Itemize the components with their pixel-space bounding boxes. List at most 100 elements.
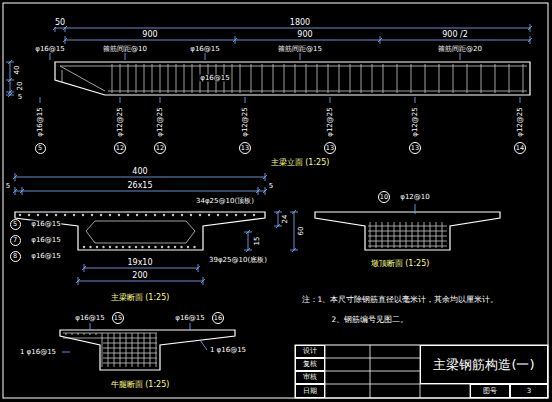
rebar-dot: [82, 214, 84, 216]
rebar-dot: [55, 214, 57, 216]
node-text: 13: [411, 145, 419, 152]
rebar-dot: [100, 214, 102, 216]
rebar-dot: [235, 214, 237, 216]
extension-line: [530, 24, 531, 32]
stirrup: [425, 64, 426, 93]
rebar-grid: [368, 246, 447, 247]
title-block-line: [370, 345, 371, 398]
node-text: 13: [241, 145, 249, 152]
dimension-line: [10, 62, 11, 95]
rebar-label: 20: [17, 81, 24, 92]
rebar-dot: [109, 246, 111, 248]
rebar-dot: [46, 214, 48, 216]
dimension-text: 900: [296, 31, 313, 39]
extension-line: [244, 232, 252, 233]
rebar-dot: [89, 246, 91, 248]
stirrup: [328, 64, 329, 93]
dimension-line: [15, 191, 265, 192]
rebar-label: φ16@15: [37, 106, 44, 137]
section-void: [86, 221, 195, 243]
rebar-dot: [28, 214, 30, 216]
bent-rebar: [60, 66, 105, 91]
dimension-text: 箍筋间距@20: [437, 46, 483, 53]
dimension-text: 34φ25@10(顶板): [195, 198, 255, 205]
stirrup: [397, 64, 398, 93]
rebar-dot: [208, 214, 210, 216]
stirrup: [120, 64, 121, 93]
rebar-grid: [103, 363, 157, 364]
stirrup: [523, 64, 524, 93]
extension-line: [6, 95, 14, 96]
dimension-text: 注：1、本尺寸除钢筋直径以毫米计，其余均以厘米计。: [301, 296, 500, 304]
rebar-label: φ12@25: [117, 106, 124, 137]
sheet-border: [3, 3, 548, 398]
node-text: 5: [38, 145, 42, 152]
leader-line: [330, 97, 331, 103]
leader-line: [160, 97, 161, 103]
leader-line: [120, 97, 121, 103]
dimension-line: [84, 268, 198, 269]
leader-line: [125, 53, 126, 60]
leader-line: [245, 97, 246, 103]
extension-line: [6, 92, 14, 93]
stirrup: [192, 64, 193, 93]
title-block-cell: 主梁钢筋构造(一): [420, 345, 548, 384]
pier-section: [315, 212, 500, 250]
node-text: 12: [116, 145, 124, 152]
rebar-dot: [73, 214, 75, 216]
node-text: 13: [326, 145, 334, 152]
dimension-text: 主梁立面 (1:25): [270, 159, 331, 167]
dimension-text: 2、钢筋编号见图二。: [331, 316, 410, 324]
rebar-dot: [91, 214, 93, 216]
rebar-dot: [136, 214, 138, 216]
extension-line: [65, 36, 66, 44]
dimension-line: [55, 28, 530, 29]
leader-line: [90, 323, 91, 330]
leader-line: [40, 97, 41, 103]
stirrup: [273, 64, 274, 93]
leader-line: [460, 53, 461, 60]
stirrup: [136, 64, 137, 93]
dimension-text: 5: [268, 183, 274, 190]
extension-line: [6, 62, 14, 63]
dimension-text: 1 φ16@15: [19, 349, 57, 356]
rebar-dot: [83, 246, 85, 248]
rebar-dot: [163, 214, 165, 216]
rebar-dot: [115, 246, 117, 248]
rebar-dot: [187, 246, 189, 248]
rebar-grid: [103, 358, 157, 359]
extension-line: [198, 264, 199, 272]
dimension-text: 26x15: [126, 182, 153, 190]
rebar-dot: [135, 246, 137, 248]
leader-line: [50, 53, 51, 60]
stirrup: [495, 64, 496, 93]
dimension-line: [278, 212, 279, 226]
node-text: 8: [13, 253, 17, 260]
dimension-text: 900: [141, 31, 158, 39]
rebar-grid: [103, 353, 157, 354]
dimension-text: φ16@15: [199, 75, 230, 82]
stirrup: [350, 64, 351, 93]
extension-line: [203, 277, 204, 285]
rebar-grid: [368, 226, 447, 227]
dimension-text: φ16@15: [74, 315, 105, 322]
rebar-dot: [19, 214, 21, 216]
extension-line: [290, 212, 298, 213]
rebar-dot: [64, 214, 66, 216]
node-text: 14: [516, 145, 524, 152]
title-block-cell: 设计: [295, 345, 325, 358]
rebar-label: φ12@25: [327, 106, 334, 137]
stirrup: [152, 64, 153, 93]
rebar-grid: [63, 338, 157, 339]
leader-line: [205, 53, 206, 60]
stirrup: [481, 64, 482, 93]
stirrup: [144, 64, 145, 93]
callout-number: 13: [239, 142, 251, 154]
leader-line: [62, 352, 70, 353]
stirrup: [128, 64, 129, 93]
stirrup: [372, 64, 373, 93]
dimension-text: φ16@15: [30, 237, 61, 244]
rebar-dot: [122, 246, 124, 248]
extension-line: [6, 80, 14, 81]
stirrup: [453, 64, 454, 93]
